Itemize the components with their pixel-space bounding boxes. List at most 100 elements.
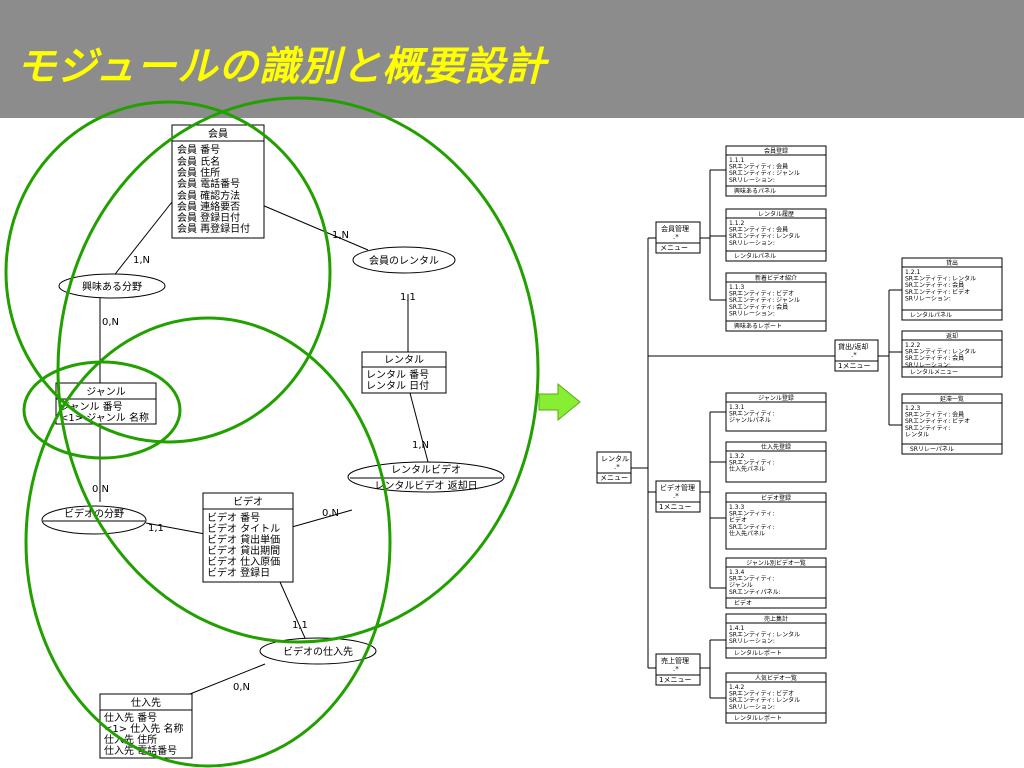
relation-title: レンタルビデオ [391,463,461,476]
module-group-ellipse [4,100,332,444]
node-type: 1メニュー [659,676,691,684]
node-title: ビデオ管理 [660,483,695,492]
module-line: SRリレーション: [729,704,775,711]
module-line: レンタル [905,430,929,438]
module-title: 人気ビデオ一覧 [755,674,797,682]
tree-menu-member: 会員管理 .* メニュー [655,221,701,254]
cardinality-label: 1,1 [292,620,308,631]
relation-member-rental: 会員のレンタル [352,246,456,274]
module-line: 1.1.3 [729,284,744,291]
entity-attr: <1> 仕入先 名称 [104,722,183,735]
module-line: SRエンティティ: ビデオ [729,690,794,698]
module-line: SRリレーション: [729,638,775,645]
module-line: SRエンティティ: 会員 [905,281,964,289]
entity-attr: ビデオ 仕入原価 [207,555,280,568]
module-grouping-ellipses [4,96,540,768]
module-footer: レンタルレポート [734,714,782,722]
module-footer: 興味あるパネル [734,187,776,195]
module-title: 仕入先登録 [761,443,791,451]
relation-video-supplier: ビデオの仕入先 [259,637,377,665]
module-footer: レンタルメニュー [910,368,958,376]
cardinality-labels: 1,N 0,N 1,N 1,1 0,N 1,1 1,N 0,N 1,1 0,N [92,230,429,693]
er-connector-lines [99,201,429,695]
module-line: SRリレーション: [729,310,775,317]
module-line: 1.2.3 [905,405,920,412]
relation-attr: レンタルビデオ 返却日 [374,479,477,492]
entity-attr: 会員 確認方法 [177,189,240,202]
module-line: SRリレーション: [729,177,775,184]
module-line: SRエンティティ: [729,524,774,531]
entity-attr: <1> ジャンル 名称 [60,411,149,424]
entity-genre: ジャンル ジャンル 番号 <1> ジャンル 名称 [55,382,157,425]
module-line: 1.4.1 [729,625,744,632]
module-line: ビデオ [729,516,747,524]
module-footer: レンタルパネル [734,252,776,260]
module-line: SRエンティティ: [729,511,774,518]
module-footer: 興味あるレポート [734,322,782,330]
slide-title: モジュールの識別と概要設計 [16,44,547,90]
module-line: SRエンティティ: [729,576,774,583]
module-box: ジャンル別ビデオ一覧1.3.4SRエンティティ:ジャンルSRエンティパネル:ビデ… [725,557,827,609]
module-line: 1.3.2 [729,453,744,460]
tree-menu-video: ビデオ管理 .* 1メニュー [655,480,701,513]
module-line: SRリレーション: [905,295,951,302]
cardinality-label: 1,1 [148,523,164,534]
entity-title: レンタル [384,354,424,366]
node-type: 1メニュー [838,362,870,370]
module-line: SRエンティパネル: [729,589,781,596]
module-line: SRエンティティ: 会員 [729,226,788,234]
relation-title: 会員のレンタル [369,254,439,267]
cardinality-label: 1,N [412,440,429,451]
module-line: SRエンティティ: レンタル [905,275,976,283]
tree-menu-sales: 売上管理 .* 1メニュー [655,653,701,686]
node-title: レンタル [601,454,629,463]
relation-video-genre: ビデオの分野 [41,505,147,535]
node-title: 売上管理 [661,656,689,665]
module-line: SRエンティティ: [729,460,774,467]
entity-attr: 会員 氏名 [177,155,220,168]
relation-interest: 興味ある分野 [58,273,166,299]
entity-attr: 会員 番号 [177,143,220,156]
node-type: メニュー [660,244,688,252]
node-multiplicity: .* [673,665,679,673]
module-footer: SRリレーパネル [910,446,954,453]
module-line: 1.3.1 [729,404,744,411]
module-line: SRエンティティ: [729,411,774,418]
module-group-ellipse [22,360,182,460]
module-title: ビデオ登録 [761,494,791,502]
tree-menu-lend-return: 貸出/返却 .* 1メニュー [834,339,879,372]
node-multiplicity: .* [851,351,857,359]
cardinality-label: 1,N [133,255,150,266]
module-line: SRエンティティ: ビデオ [905,288,970,296]
node-multiplicity: .* [614,463,620,471]
entity-attr: ビデオ タイトル [207,522,280,535]
cardinality-label: 0,N [233,682,250,693]
module-line: SRエンティティ: 会員 [905,354,964,362]
entity-video: ビデオ ビデオ 番号 ビデオ タイトル ビデオ 貸出単価 ビデオ 貸出期間 ビデ… [202,492,294,583]
tree-root-node: レンタル .* メニュー [596,451,632,484]
entity-title: 仕入先 [131,696,161,709]
entity-attr: ビデオ 貸出期間 [207,544,280,557]
cardinality-label: 1,N [332,230,349,241]
cardinality-label: 0,N [322,508,339,519]
module-group-ellipse [24,316,392,768]
module-line: 1.2.1 [905,269,920,276]
cardinality-label: 0,N [92,484,109,495]
entity-attr: ビデオ 登録日 [207,566,270,579]
node-multiplicity: .* [673,233,679,241]
module-line: 仕入先パネル [729,465,765,473]
module-line: SRエンティティ: 会員 [729,163,788,171]
entity-rental: レンタル レンタル 番号 レンタル 日付 [361,351,447,394]
module-line: SRエンティティ: ビデオ [905,417,970,425]
module-line: 1.4.2 [729,684,744,691]
node-multiplicity: .* [673,492,679,500]
relation-rental-video: レンタルビデオ レンタルビデオ 返却日 [347,461,505,493]
module-title: 延滞一覧 [940,395,964,403]
entity-title: 会員 [208,127,228,140]
